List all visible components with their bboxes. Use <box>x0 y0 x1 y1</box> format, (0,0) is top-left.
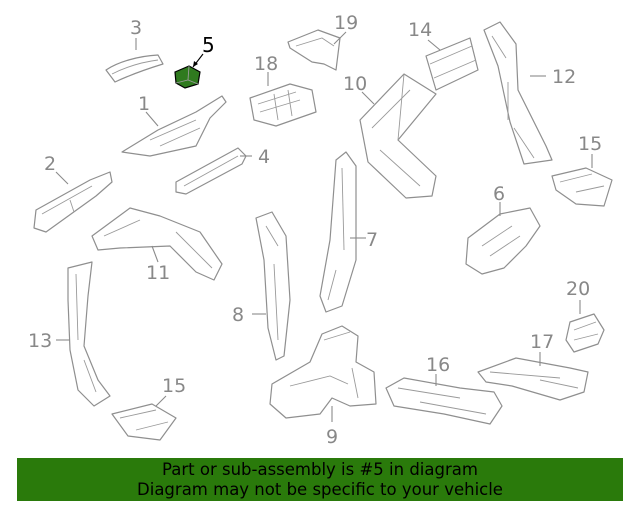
callout-7: 7 <box>366 229 378 251</box>
callout-15-lower: 15 <box>162 375 186 397</box>
part-6-bracket <box>465 202 541 275</box>
part-2-bracket <box>33 171 113 233</box>
part-10-duct <box>359 73 437 199</box>
callout-3: 3 <box>130 17 142 39</box>
callout-4: 4 <box>258 146 270 168</box>
part-16-duct <box>385 374 503 425</box>
part-15-upper <box>551 154 613 207</box>
callout-16: 16 <box>426 354 450 376</box>
part-12-duct <box>483 21 553 165</box>
part-15-lower <box>111 395 177 441</box>
callout-5: 5 <box>202 33 215 57</box>
part-1-duct <box>121 95 227 157</box>
callout-6: 6 <box>493 183 505 205</box>
callout-18: 18 <box>254 53 278 75</box>
part-11-duct <box>91 207 223 281</box>
callout-20: 20 <box>566 278 590 300</box>
callout-15-upper: 15 <box>578 133 602 155</box>
callout-2: 2 <box>44 153 56 175</box>
callout-10: 10 <box>343 73 367 95</box>
callout-14: 14 <box>408 19 432 41</box>
callout-11: 11 <box>146 262 170 284</box>
parts-diagram: 3 5 1 18 19 10 14 12 2 4 15 6 7 11 8 13 … <box>28 12 613 448</box>
info-banner: Part or sub-assembly is #5 in diagram Di… <box>17 458 623 501</box>
part-7-duct <box>319 151 366 313</box>
part-20-bracket <box>565 300 605 353</box>
part-4-duct <box>175 147 252 195</box>
callout-9: 9 <box>326 426 338 448</box>
callout-1: 1 <box>138 93 150 115</box>
callout-19: 19 <box>334 12 358 34</box>
callout-8: 8 <box>232 304 244 326</box>
banner-line-2: Diagram may not be specific to your vehi… <box>137 480 503 499</box>
part-3-duct <box>105 38 164 83</box>
part-19-bracket <box>287 29 347 71</box>
callout-13: 13 <box>28 330 52 352</box>
part-13-duct <box>56 261 111 407</box>
part-5-clip <box>174 53 204 89</box>
part-14-duct <box>425 37 479 91</box>
banner-line-1: Part or sub-assembly is #5 in diagram <box>162 460 478 479</box>
part-18-vent <box>249 72 317 127</box>
callout-12: 12 <box>552 66 576 88</box>
part-8-duct <box>252 211 291 361</box>
part-17-duct <box>477 352 589 401</box>
part-9-assembly <box>269 325 377 422</box>
callout-17: 17 <box>530 331 554 353</box>
